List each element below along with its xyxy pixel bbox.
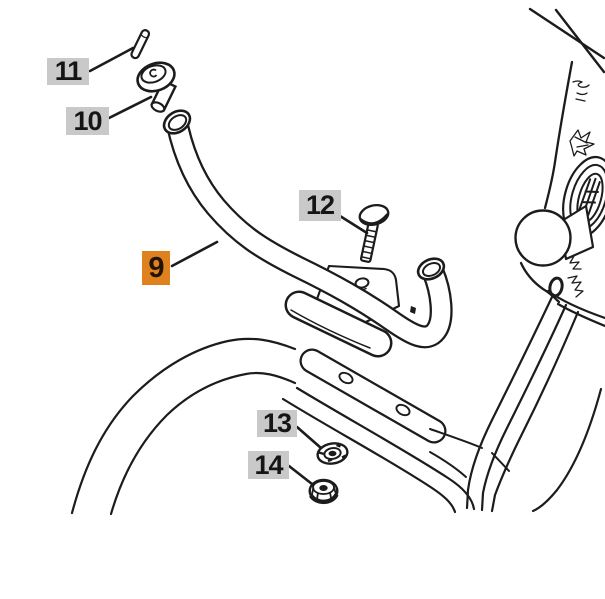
tube-opening-icon bbox=[162, 109, 192, 135]
part-label-14[interactable]: 14 bbox=[248, 451, 289, 479]
part-label-9-highlighted[interactable]: 9 bbox=[142, 251, 170, 285]
carriage-bolt-drawing bbox=[136, 61, 178, 113]
knob-drawing bbox=[514, 209, 572, 267]
shaft-tubes-drawing bbox=[465, 295, 603, 513]
pin-drawing bbox=[130, 29, 151, 60]
hex-bolt-drawing bbox=[358, 203, 390, 263]
machine-body-drawing bbox=[465, 7, 605, 513]
handlebar-tube-drawing bbox=[162, 109, 453, 358]
lock-nut-drawing bbox=[308, 478, 339, 505]
part-label-10[interactable]: 10 bbox=[66, 107, 109, 135]
clamp-pad-drawing bbox=[284, 290, 393, 358]
part-label-12[interactable]: 12 bbox=[299, 190, 341, 221]
plate-hole-icon bbox=[338, 371, 354, 385]
flange-washer-drawing bbox=[316, 442, 349, 465]
part-label-11[interactable]: 11 bbox=[47, 58, 89, 85]
plate-hole-icon bbox=[395, 403, 411, 417]
tube-opening-icon bbox=[416, 257, 446, 281]
housing-marking-icon bbox=[572, 80, 590, 102]
mount-plate-drawing bbox=[299, 348, 447, 444]
loop-handle-drawing bbox=[70, 337, 483, 516]
leader-lines bbox=[88, 46, 369, 486]
part-label-13[interactable]: 13 bbox=[257, 410, 297, 437]
housing-label-icon bbox=[565, 255, 584, 298]
bracket-hole-icon bbox=[354, 277, 370, 289]
housing-emblem-icon bbox=[569, 129, 595, 157]
